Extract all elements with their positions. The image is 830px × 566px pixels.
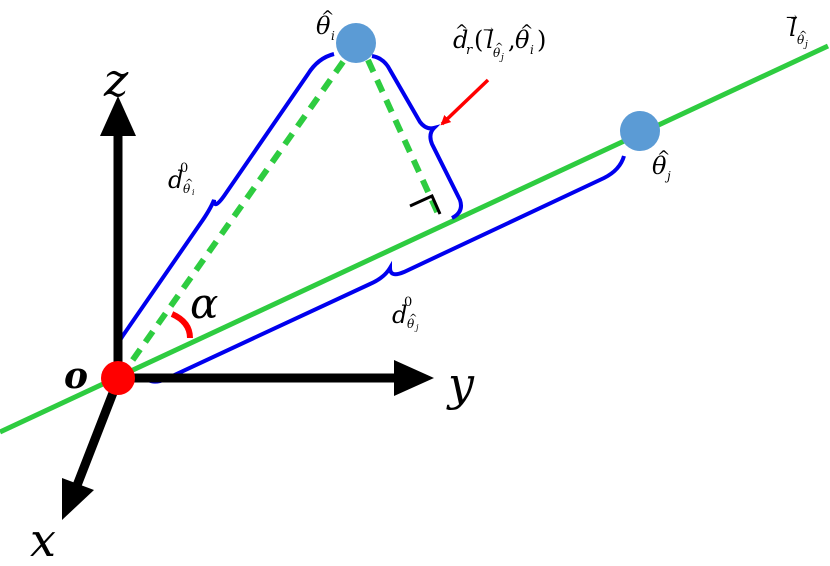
svg-text:^: ^ [799,30,807,41]
dashed-origin-to-theta-i [117,50,353,380]
svg-text:→: → [786,10,798,26]
svg-text:^: ^ [185,178,193,189]
svg-text:j: j [803,40,808,50]
label-theta-i: ^ θ i [316,7,335,43]
svg-text:d: d [168,166,183,194]
svg-text:j: j [414,323,419,332]
svg-text:(: ( [474,26,483,54]
dashed-perpendicular [365,58,443,220]
axis-label-y: y [446,357,475,411]
svg-text:θ: θ [316,12,331,40]
svg-text:^: ^ [520,21,533,40]
svg-text:,: , [508,26,516,54]
svg-text:^: ^ [657,147,670,166]
svg-text:^: ^ [321,7,334,26]
svg-text:θ: θ [797,33,805,47]
pointer-arrow [440,78,490,126]
svg-text:l: l [486,26,494,54]
angle-arc-alpha [170,311,193,339]
svg-text:^: ^ [495,42,503,53]
svg-text:): ) [537,26,546,54]
svg-text:θ: θ [407,317,415,331]
brace-d-r [371,54,463,220]
svg-text:i: i [530,43,534,57]
point-theta-i [336,23,376,63]
origin-point [101,361,135,395]
svg-text:θ: θ [515,26,530,54]
axis-label-x: x [30,513,56,566]
svg-text:j: j [499,53,504,63]
svg-text:→: → [483,23,494,38]
line-l-theta-j [0,43,830,435]
label-d-r: ^ d r ( → l ^ θ j , ^ θ i ) [453,21,546,63]
label-theta-j: ^ θ j [652,147,671,183]
svg-text:l: l [789,14,797,42]
point-theta-j [620,111,660,151]
svg-text:d: d [453,26,468,54]
svg-text:^: ^ [409,313,417,324]
label-d0-theta-i: d 0 ^ θ i [168,161,195,197]
svg-text:i: i [192,188,195,197]
svg-text:θ: θ [652,152,667,180]
svg-text:0: 0 [404,295,412,310]
angle-label-alpha: α [190,279,218,328]
origin-label: o [64,355,88,397]
svg-text:θ: θ [493,46,501,60]
label-line-l: → l ^ θ j [786,10,808,50]
axis-y [118,360,434,396]
svg-text:0: 0 [180,161,188,176]
svg-text:i: i [331,29,335,43]
brace-d0-theta-j [147,155,626,384]
label-d0-theta-j: d 0 ^ θ j [392,295,419,332]
svg-text:r: r [466,43,473,58]
svg-text:d: d [392,301,407,329]
svg-text:^: ^ [455,21,468,40]
svg-text:j: j [664,169,671,183]
svg-text:θ: θ [183,182,191,196]
axis-z [100,96,136,380]
axis-x [62,378,123,520]
right-angle-mark [409,194,442,215]
axis-label-z: z [103,53,129,107]
